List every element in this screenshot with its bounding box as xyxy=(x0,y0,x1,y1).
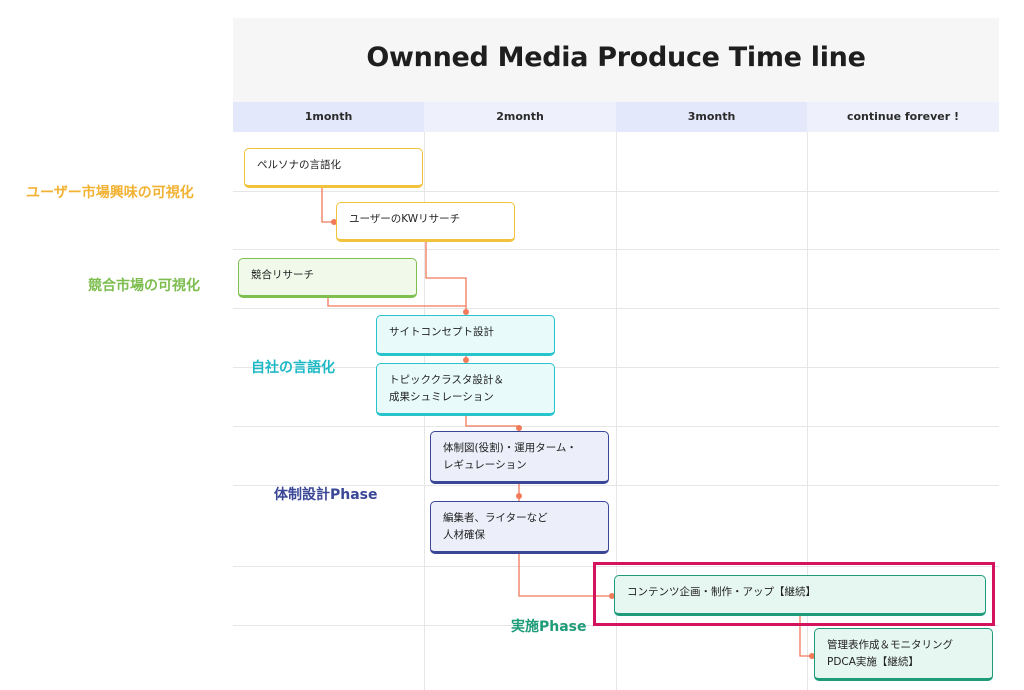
task-card-monitoring[interactable]: 管理表作成＆モニタリング PDCA実施【継続】 xyxy=(814,628,993,681)
grid-row-divider xyxy=(233,191,999,192)
task-card-kw-research[interactable]: ユーザーのKWリサーチ xyxy=(336,202,515,242)
page-title: Ownned Media Produce Time line xyxy=(366,42,866,73)
highlight-box xyxy=(593,562,995,626)
grid-column-divider xyxy=(807,132,808,690)
task-card-site-concept[interactable]: サイトコンセプト設計 xyxy=(376,315,555,356)
grid-column-divider xyxy=(616,132,617,690)
column-header-2month: 2month xyxy=(424,102,616,132)
column-header-3month: 3month xyxy=(616,102,807,132)
phase-label-structure: 体制設計Phase xyxy=(274,487,378,503)
task-card-staffing[interactable]: 編集者、ライターなど 人材確保 xyxy=(430,501,609,554)
grid-row-divider xyxy=(233,308,999,309)
grid-row-divider xyxy=(233,566,999,567)
grid-row-divider xyxy=(233,485,999,486)
grid-row-divider xyxy=(233,367,999,368)
task-card-content[interactable]: コンテンツ企画・制作・アップ【継続】 xyxy=(614,575,986,616)
grid-row-divider xyxy=(233,249,999,250)
phase-label-execution: 実施Phase xyxy=(511,619,587,635)
task-card-topic-cluster[interactable]: トピッククラスタ設計＆ 成果シュミレーション xyxy=(376,363,555,416)
task-card-persona[interactable]: ペルソナの言語化 xyxy=(244,148,423,188)
task-card-org-chart[interactable]: 体制図(役割)・運用ターム・ レギュレーション xyxy=(430,431,609,484)
task-card-competitor-research[interactable]: 競合リサーチ xyxy=(238,258,417,298)
phase-label-self-verbalize: 自社の言語化 xyxy=(251,360,335,376)
title-band: Ownned Media Produce Time line xyxy=(233,18,999,102)
column-header-1month: 1month xyxy=(233,102,424,132)
grid-row-divider xyxy=(233,426,999,427)
phase-label-user-market: ユーザー市場興味の可視化 xyxy=(26,185,194,201)
phase-label-competitor: 競合市場の可視化 xyxy=(88,278,200,294)
column-header-continue: continue forever ! xyxy=(807,102,999,132)
